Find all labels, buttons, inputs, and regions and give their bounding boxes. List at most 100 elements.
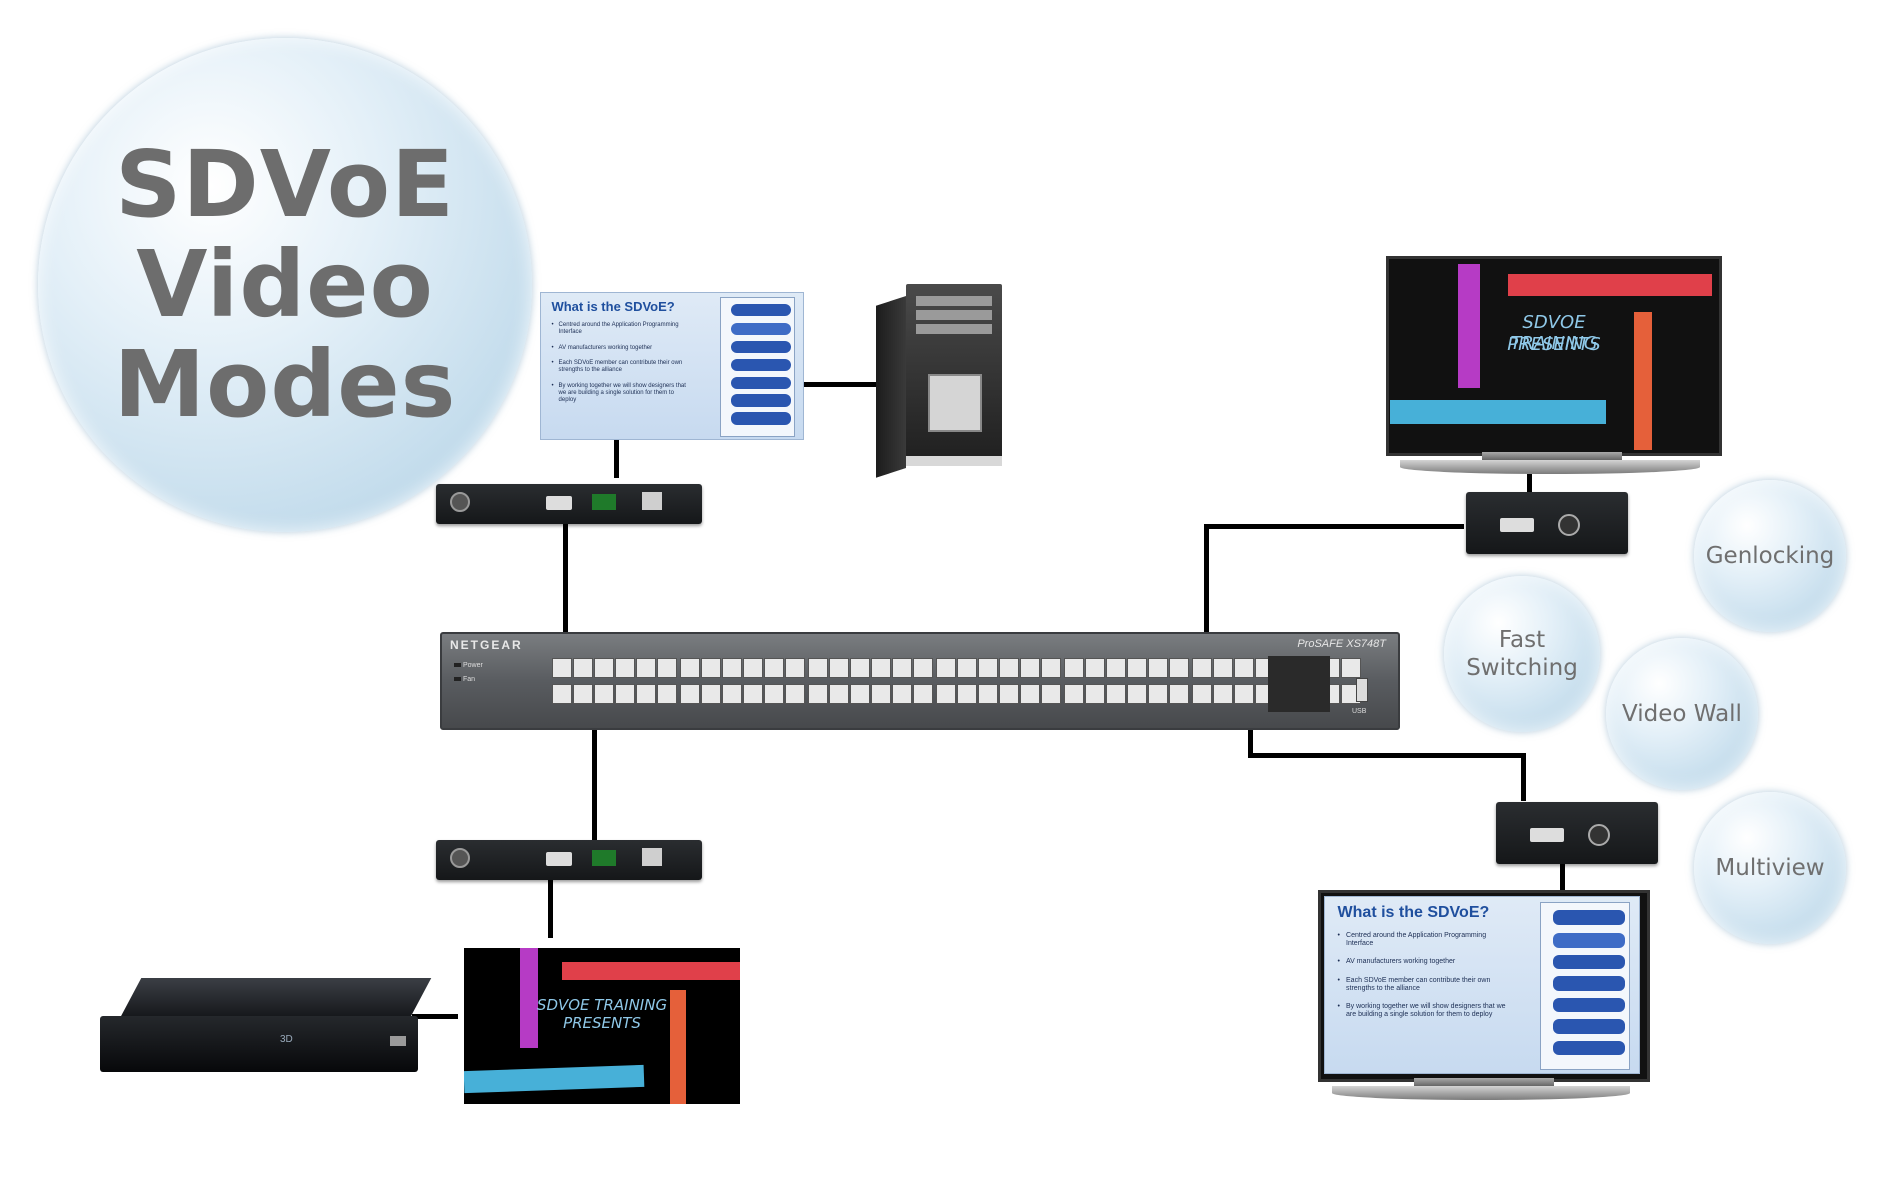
switch-port[interactable] xyxy=(1169,658,1189,678)
switch-port[interactable] xyxy=(722,658,742,678)
switch-port[interactable] xyxy=(1127,658,1147,678)
cable-pc-to-slide xyxy=(798,382,878,387)
encoder-top xyxy=(436,484,702,524)
training-line-2: PRESENTS xyxy=(563,1014,641,1032)
bottom-right-tv: What is the SDVoE? Centred around the Ap… xyxy=(1318,890,1650,1114)
switch-port[interactable] xyxy=(1064,684,1084,704)
switch-port[interactable] xyxy=(636,684,656,704)
cable-decoder-bottom-to-tv xyxy=(1560,856,1565,890)
switch-port[interactable] xyxy=(892,684,912,704)
switch-port[interactable] xyxy=(764,658,784,678)
switch-port[interactable] xyxy=(657,684,677,704)
tv-slide-bullet: Each SDVoE member can contribute their o… xyxy=(1338,977,1508,993)
switch-port[interactable] xyxy=(1169,684,1189,704)
source-slide-screen: What is the SDVoE? Centred around the Ap… xyxy=(540,292,804,440)
switch-port[interactable] xyxy=(1213,684,1233,704)
bluray-player-icon: 3D xyxy=(100,978,432,1074)
switch-port[interactable] xyxy=(785,658,805,678)
switch-port[interactable] xyxy=(871,658,891,678)
switch-port[interactable] xyxy=(850,684,870,704)
switch-port[interactable] xyxy=(743,684,763,704)
switch-port[interactable] xyxy=(722,684,742,704)
switch-power-label: Power xyxy=(463,662,483,669)
slide-bullet: AV manufacturers working together xyxy=(551,345,692,352)
slide-bullets: Centred around the Application Programmi… xyxy=(551,322,692,412)
switch-port[interactable] xyxy=(999,684,1019,704)
switch-port[interactable] xyxy=(701,684,721,704)
switch-port[interactable] xyxy=(657,658,677,678)
switch-port[interactable] xyxy=(957,684,977,704)
switch-port[interactable] xyxy=(808,684,828,704)
switch-port[interactable] xyxy=(1020,684,1040,704)
switch-port[interactable] xyxy=(957,658,977,678)
switch-port[interactable] xyxy=(829,684,849,704)
cable-encoder-bottom-to-screen xyxy=(548,878,553,938)
switch-port-area xyxy=(442,634,1398,728)
switch-port[interactable] xyxy=(680,684,700,704)
switch-port[interactable] xyxy=(1041,658,1061,678)
switch-port[interactable] xyxy=(1213,658,1233,678)
switch-port[interactable] xyxy=(636,658,656,678)
top-right-tv: SDVOE TRAINING PRESENTS xyxy=(1386,256,1722,480)
switch-port[interactable] xyxy=(1127,684,1147,704)
switch-port[interactable] xyxy=(1106,658,1126,678)
switch-port[interactable] xyxy=(913,684,933,704)
switch-port[interactable] xyxy=(1085,658,1105,678)
mode-label-multiview: Multiview xyxy=(1715,855,1825,881)
switch-port[interactable] xyxy=(978,658,998,678)
training-line-1: SDVOE TRAINING xyxy=(536,996,668,1014)
switch-brand: NETGEAR xyxy=(450,638,523,652)
tv-slide-title: What is the SDVoE? xyxy=(1337,904,1490,922)
switch-port[interactable] xyxy=(573,684,593,704)
switch-port[interactable] xyxy=(743,658,763,678)
switch-port[interactable] xyxy=(1064,658,1084,678)
mode-bubble-fast-switching: Fast Switching xyxy=(1444,576,1600,732)
decoder-top xyxy=(1466,492,1628,554)
switch-port[interactable] xyxy=(1148,684,1168,704)
switch-port[interactable] xyxy=(701,658,721,678)
switch-port[interactable] xyxy=(1020,658,1040,678)
switch-port[interactable] xyxy=(1234,684,1254,704)
switch-port[interactable] xyxy=(615,658,635,678)
switch-port[interactable] xyxy=(1341,658,1361,678)
switch-port[interactable] xyxy=(1041,684,1061,704)
title-line-2: Video xyxy=(136,231,434,338)
switch-port[interactable] xyxy=(1085,684,1105,704)
mode-bubble-video-wall: Video Wall xyxy=(1606,638,1758,790)
switch-port[interactable] xyxy=(552,658,572,678)
switch-port[interactable] xyxy=(1192,658,1212,678)
switch-port[interactable] xyxy=(1234,658,1254,678)
switch-port[interactable] xyxy=(978,684,998,704)
switch-port[interactable] xyxy=(552,684,572,704)
title-bubble: SDVoE Video Modes xyxy=(38,38,532,532)
decoder-bottom xyxy=(1496,802,1658,864)
switch-port[interactable] xyxy=(764,684,784,704)
switch-port[interactable] xyxy=(999,658,1019,678)
mode-label-fast-switching: Fast Switching xyxy=(1466,627,1578,681)
switch-port[interactable] xyxy=(615,684,635,704)
switch-port[interactable] xyxy=(1106,684,1126,704)
switch-port[interactable] xyxy=(936,684,956,704)
switch-port[interactable] xyxy=(871,684,891,704)
switch-port[interactable] xyxy=(573,658,593,678)
switch-port[interactable] xyxy=(936,658,956,678)
switch-port[interactable] xyxy=(850,658,870,678)
switch-port[interactable] xyxy=(913,658,933,678)
tv-slide-bullet: AV manufacturers working together xyxy=(1338,958,1508,966)
switch-port[interactable] xyxy=(1148,658,1168,678)
switch-port[interactable] xyxy=(594,684,614,704)
switch-port[interactable] xyxy=(829,658,849,678)
usb-port[interactable] xyxy=(1356,678,1368,702)
switch-port[interactable] xyxy=(680,658,700,678)
mode-bubble-multiview: Multiview xyxy=(1694,792,1846,944)
switch-port[interactable] xyxy=(808,658,828,678)
switch-port[interactable] xyxy=(1192,684,1212,704)
switch-port[interactable] xyxy=(892,658,912,678)
switch-port[interactable] xyxy=(594,658,614,678)
slide-bullet: Each SDVoE member can contribute their o… xyxy=(551,360,692,374)
cable-slide-to-encoder-top xyxy=(614,438,619,478)
switch-port[interactable] xyxy=(785,684,805,704)
slide-stack-panel xyxy=(719,297,796,437)
tv-training-line-1: SDVOE TRAINING xyxy=(1510,312,1598,354)
